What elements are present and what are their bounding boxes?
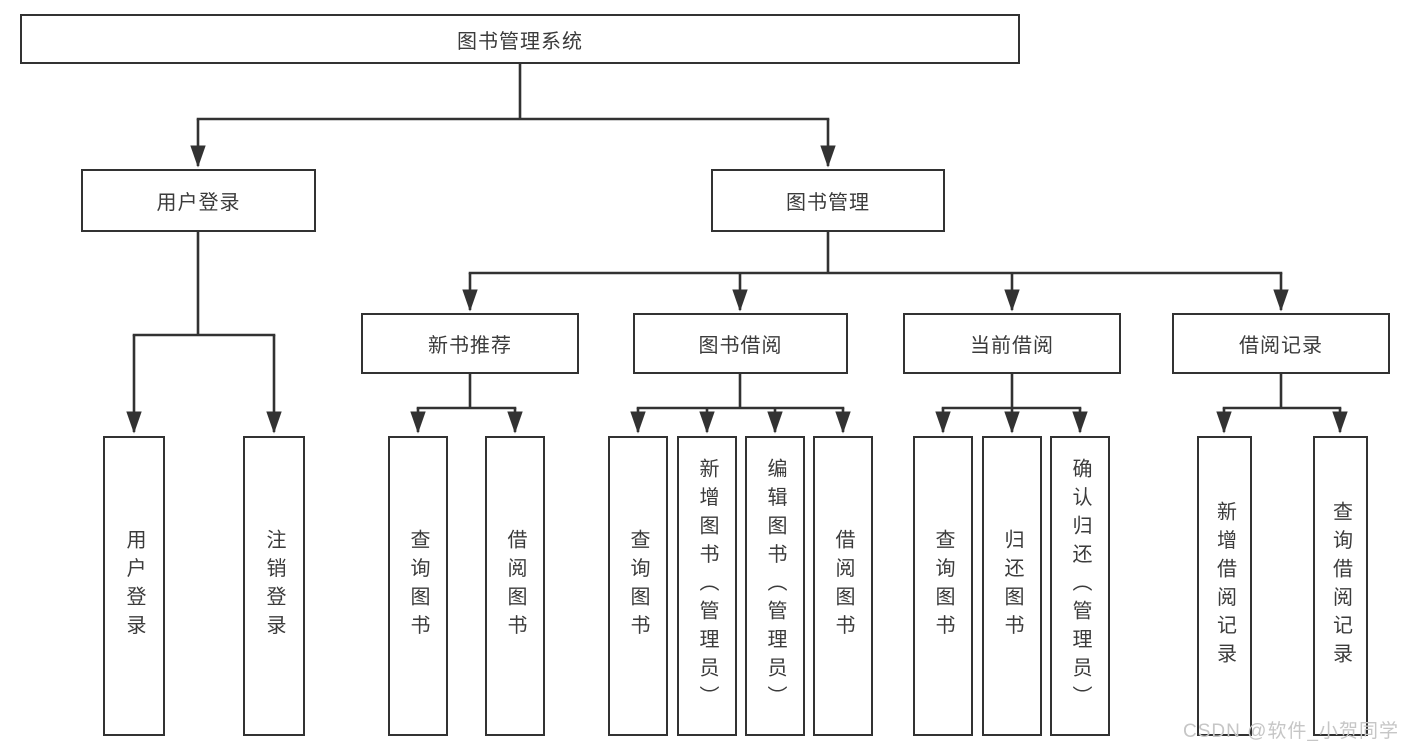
csdn-watermark: CSDN @软件_小贺同学 xyxy=(1183,721,1399,742)
node-label: 图书借阅 xyxy=(698,335,783,357)
node-label: 确认归还（管理员） xyxy=(1069,458,1091,714)
node-leaf-borrow-books-2: 借阅图书 xyxy=(813,436,873,736)
node-leaf-query-borrow-record: 查询借阅记录 xyxy=(1313,436,1368,736)
node-label: 借阅图书 xyxy=(504,529,526,643)
node-label: 查询借阅记录 xyxy=(1329,500,1352,672)
node-leaf-return-books: 归还图书 xyxy=(982,436,1042,736)
node-label: 归还图书 xyxy=(1001,529,1023,643)
connector-user-login-to-leaves xyxy=(126,231,282,434)
connector-root-to-level2 xyxy=(190,63,836,168)
node-label: 借阅记录 xyxy=(1239,335,1323,357)
node-leaf-confirm-return-admin: 确认归还（管理员） xyxy=(1050,436,1110,736)
node-label: 当前借阅 xyxy=(970,335,1054,357)
node-leaf-add-books-admin: 新增图书（管理员） xyxy=(677,436,737,736)
node-current-borrow: 当前借阅 xyxy=(903,313,1121,374)
node-label: 查询图书 xyxy=(932,529,954,643)
node-leaf-user-login: 用户登录 xyxy=(103,436,165,736)
node-borrow-record: 借阅记录 xyxy=(1172,313,1390,374)
node-book-management: 图书管理 xyxy=(711,169,945,232)
connector-borrow-record-to-leaves xyxy=(1216,374,1348,434)
node-leaf-add-borrow-record: 新增借阅记录 xyxy=(1197,436,1252,736)
node-label: 编辑图书（管理员） xyxy=(764,458,786,714)
node-leaf-query-books-2: 查询图书 xyxy=(608,436,668,736)
connector-new-book-to-leaves xyxy=(410,374,523,434)
node-label: 图书管理 xyxy=(786,192,870,214)
node-label: 借阅图书 xyxy=(832,529,854,643)
node-label: 注销登录 xyxy=(263,529,285,643)
node-leaf-edit-books-admin: 编辑图书（管理员） xyxy=(745,436,805,736)
node-label: 图书管理系统 xyxy=(457,30,583,53)
node-leaf-query-books-3: 查询图书 xyxy=(913,436,973,736)
node-new-book-recommend: 新书推荐 xyxy=(361,313,579,374)
node-library-management-system: 图书管理系统 xyxy=(20,14,1020,64)
node-leaf-borrow-books-1: 借阅图书 xyxy=(485,436,545,736)
node-label: 新书推荐 xyxy=(428,335,512,357)
node-label: 查询图书 xyxy=(627,529,649,643)
connector-current-borrow-to-leaves xyxy=(935,374,1088,434)
node-label: 用户登录 xyxy=(156,192,241,214)
node-leaf-logout: 注销登录 xyxy=(243,436,305,736)
connector-book-management-to-level3 xyxy=(462,231,1289,312)
node-label: 新增借阅记录 xyxy=(1213,500,1236,672)
node-label: 用户登录 xyxy=(123,529,145,643)
node-user-login: 用户登录 xyxy=(81,169,316,232)
node-label: 新增图书（管理员） xyxy=(696,458,718,714)
node-book-borrow: 图书借阅 xyxy=(633,313,848,374)
connector-book-borrow-to-leaves xyxy=(630,374,851,434)
node-label: 查询图书 xyxy=(407,529,429,643)
node-leaf-query-books-1: 查询图书 xyxy=(388,436,448,736)
